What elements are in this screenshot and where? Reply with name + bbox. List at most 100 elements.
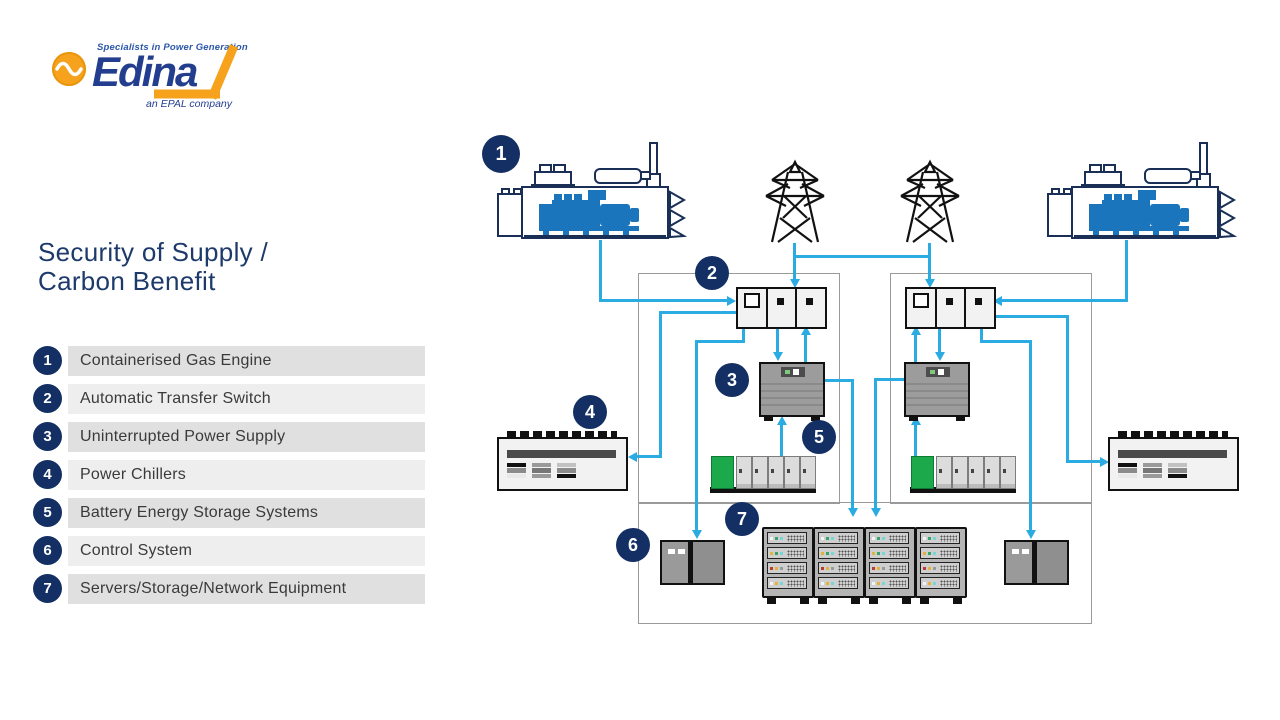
containerised-gas-engine-icon [497,142,687,239]
line-ats-control [695,340,698,532]
line-engine-right [1002,299,1128,302]
pylon-icon [765,159,825,243]
legend-bar [68,498,425,528]
legend-item-6: 6 Control System [33,536,425,566]
battery-storage-icon [910,455,1016,493]
legend-item-2: 2 Automatic Transfer Switch [33,384,425,414]
diagram-badge-6: 6 [616,528,650,562]
arrowhead [692,530,702,539]
legend-label: Containerised Gas Engine [80,352,272,369]
legend-badge-2: 2 [33,384,62,413]
line-ups-servers [821,379,854,382]
logo-swoosh [154,44,239,100]
line-grid-connector [793,255,931,258]
line-ats-control [1029,340,1032,532]
legend-bar [68,346,425,376]
logo-tagline: Specialists in Power Generation [97,42,248,53]
pylon-icon [900,159,960,243]
legend-badge-3: 3 [33,422,62,451]
ups-icon [904,362,970,421]
legend-item-3: 3 Uninterrupted Power Supply [33,422,425,452]
arrowhead [727,296,736,306]
line-ats-chiller [636,455,662,458]
legend-label: Control System [80,542,193,559]
server-rack-icon [915,527,967,604]
arrowhead [935,352,945,361]
server-rack-icon [813,527,865,604]
line-engine-left [599,240,602,302]
diagram-badge-3: 3 [715,363,749,397]
right-group-box [890,273,1092,504]
battery-storage-icon [710,455,816,493]
line-pylon-right [928,243,931,281]
diagram-badge-7: 7 [725,502,759,536]
legend-bar [68,384,425,414]
line-ats-chiller [1066,315,1069,463]
logo-company: an EPAL company [146,98,232,110]
legend-badge-5: 5 [33,498,62,527]
ups-icon [759,362,825,421]
legend-badge-4: 4 [33,460,62,489]
legend-badge-7: 7 [33,574,62,603]
legend-label: Servers/Storage/Network Equipment [80,580,347,597]
arrowhead [1100,457,1109,467]
diagram-badge-2: 2 [695,256,729,290]
legend-item-7: 7 Servers/Storage/Network Equipment [33,574,425,604]
legend-bar [68,422,425,452]
legend-item-5: 5 Battery Energy Storage Systems [33,498,425,528]
legend-item-1: 1 Containerised Gas Engine [33,346,425,376]
line-ats-control [695,340,745,343]
legend-item-4: 4 Power Chillers [33,460,425,490]
ats-icon [905,287,996,329]
legend-label: Battery Energy Storage Systems [80,504,319,521]
logo-brand: Edina [92,48,198,95]
legend-badge-1: 1 [33,346,62,375]
line-ups-ats [804,334,807,363]
line-ats-chiller [659,311,662,458]
page-title: Security of Supply / Carbon Benefit [38,238,268,296]
edina-logo: Specialists in Power Generation Edina an… [46,38,256,118]
line-engine-right [1125,240,1128,302]
line-ats-chiller [659,311,737,314]
line-ats-control [742,325,745,343]
ats-icon [736,287,827,329]
line-ats-control [980,340,1032,343]
legend-bar [68,536,425,566]
title-line1: Security of Supply / [38,237,268,267]
arrowhead [773,352,783,361]
arrowhead [790,279,800,288]
diagram-badge-4: 4 [573,395,607,429]
server-rack-icon [864,527,916,604]
sine-wave-icon [52,52,86,86]
control-system-icon [660,540,725,585]
line-ups-servers [877,378,905,381]
line-ats-chiller [1066,460,1102,463]
server-rack-icon [762,527,814,604]
arrowhead [777,416,787,425]
title-line2: Carbon Benefit [38,266,216,296]
legend-bar [68,460,425,490]
arrowhead [848,508,858,517]
legend-label: Uninterrupted Power Supply [80,428,286,445]
line-ats-control [980,327,983,343]
chiller-icon [497,431,628,491]
arrowhead [925,279,935,288]
arrowhead [1026,530,1036,539]
line-engine-left [599,299,729,302]
arrowhead [993,296,1002,306]
line-ups-servers [874,378,877,509]
line-pylon-left [793,243,796,281]
line-ups-servers [851,379,854,509]
arrowhead [911,326,921,335]
arrowhead [801,326,811,335]
legend-badge-6: 6 [33,536,62,565]
arrowhead [628,452,637,462]
legend-label: Automatic Transfer Switch [80,390,271,407]
line-ats-ups [938,327,941,353]
line-ats-ups [776,325,779,353]
line-batt-ups [914,424,917,456]
diagram-badge-1: 1 [482,135,520,173]
control-system-icon [1004,540,1069,585]
legend-label: Power Chillers [80,466,186,483]
